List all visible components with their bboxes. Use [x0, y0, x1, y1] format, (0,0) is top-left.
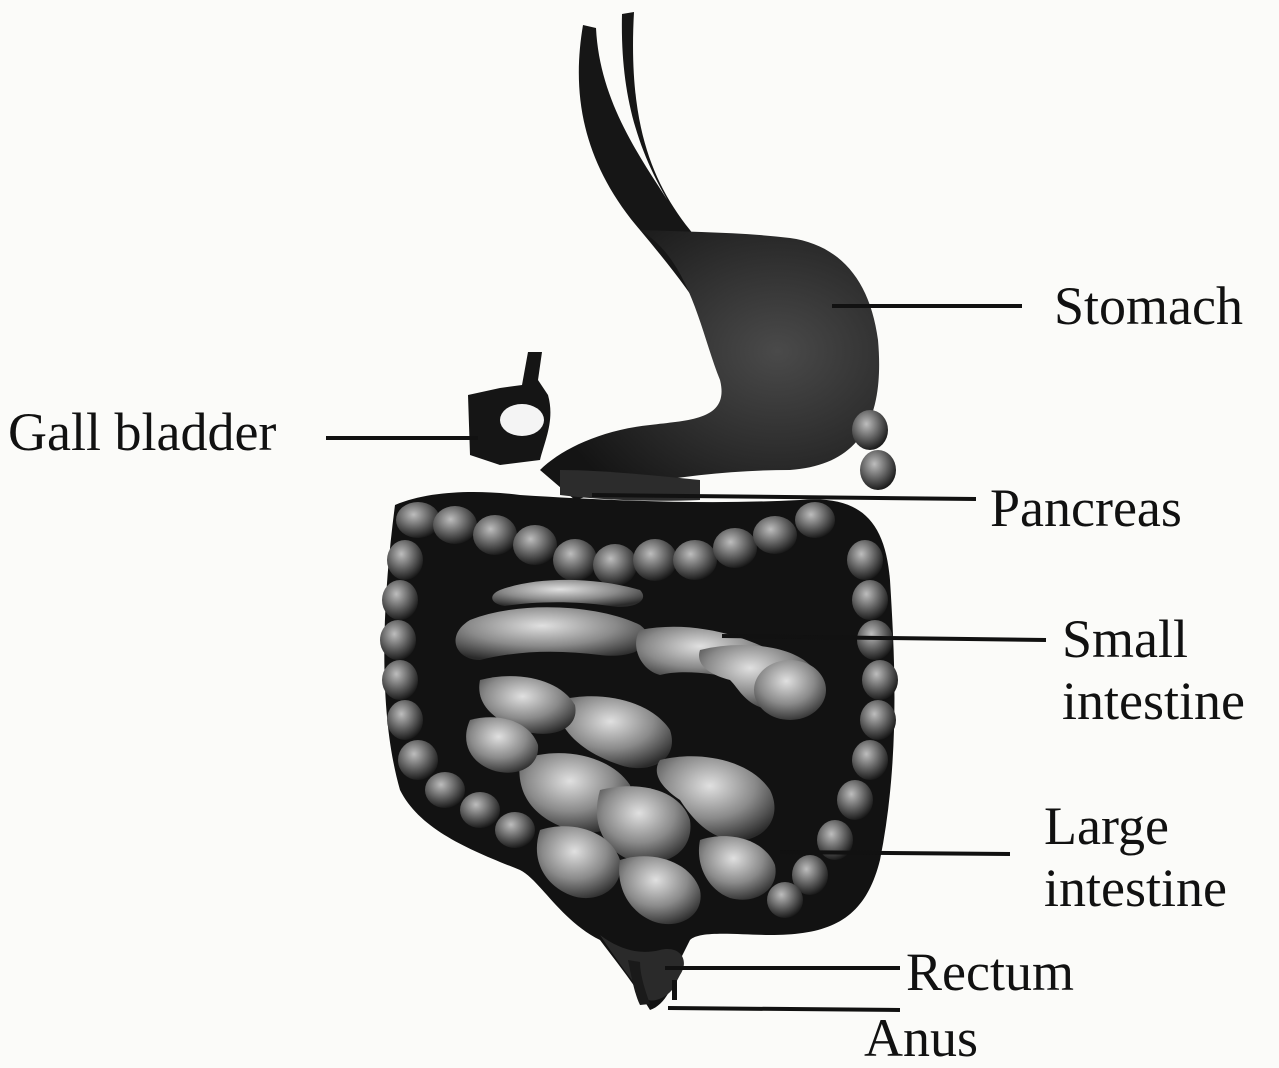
small-intestine-label-line-2: intestine — [1062, 670, 1245, 732]
anus-marker — [672, 980, 677, 1000]
large-intestine-label-line-2: intestine — [1044, 857, 1227, 919]
stomach-shape — [540, 230, 879, 500]
small-intestine-label: Small intestine — [1062, 608, 1245, 732]
anus-label: Anus — [864, 1008, 978, 1068]
gall-bladder-highlight — [500, 404, 544, 436]
gall-bladder-label: Gall bladder — [8, 402, 276, 462]
pancreas-label: Pancreas — [990, 478, 1182, 538]
large-intestine-label: Large intestine — [1044, 795, 1227, 919]
stomach-label: Stomach — [1054, 276, 1243, 336]
rectum-label: Rectum — [906, 942, 1074, 1002]
large-intestine-leader-line — [780, 852, 1010, 854]
small-intestine-label-line-1: Small — [1062, 608, 1245, 670]
large-intestine-label-line-1: Large — [1044, 795, 1227, 857]
